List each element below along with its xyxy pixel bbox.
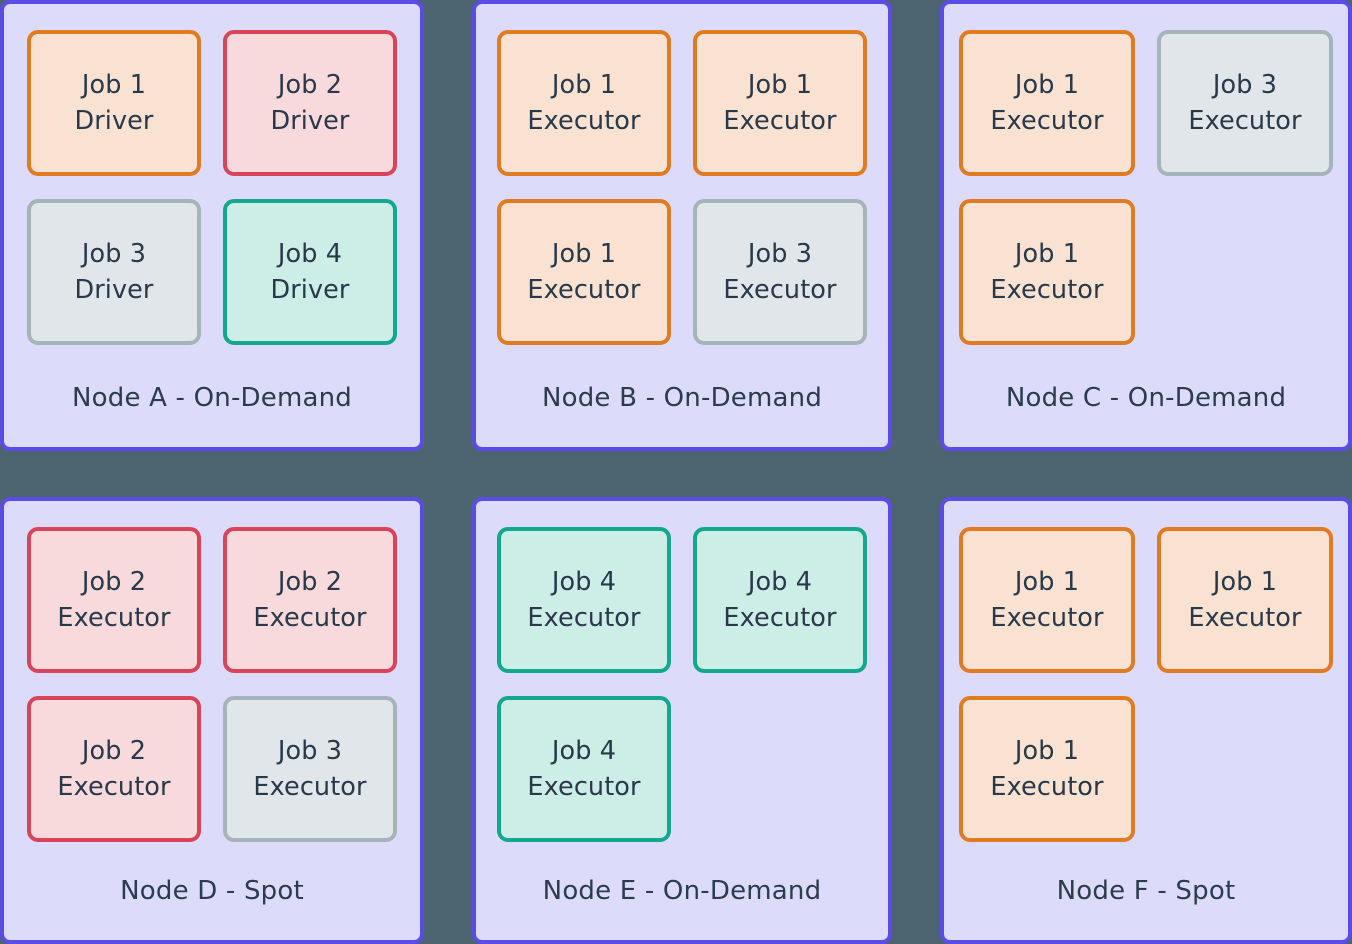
slot-grid-b: Job 1 Executor Job 1 Executor Job 1 Exec… bbox=[497, 30, 867, 345]
job-name: Job 4 bbox=[277, 238, 343, 269]
job-name: Job 2 bbox=[81, 566, 147, 597]
job-box[interactable]: Job 4 Executor bbox=[497, 527, 671, 673]
node-label-e: Node E - On-Demand bbox=[542, 876, 822, 906]
job-name: Job 1 bbox=[1014, 566, 1080, 597]
job-role: Driver bbox=[270, 106, 350, 136]
job-role: Driver bbox=[74, 275, 154, 305]
empty-slot bbox=[1157, 199, 1333, 345]
job-box[interactable]: Job 2 Driver bbox=[223, 30, 397, 176]
job-role: Executor bbox=[723, 603, 837, 633]
job-box[interactable]: Job 4 Executor bbox=[693, 527, 867, 673]
job-name: Job 3 bbox=[1212, 69, 1278, 100]
job-role: Executor bbox=[1188, 106, 1302, 136]
job-name: Job 1 bbox=[747, 69, 813, 100]
job-role: Executor bbox=[723, 106, 837, 136]
job-box[interactable]: Job 1 Executor bbox=[959, 696, 1135, 842]
node-label-f: Node F - Spot bbox=[1056, 876, 1236, 906]
node-card-f[interactable]: Job 1 Executor Job 1 Executor Job 1 Exec… bbox=[940, 497, 1352, 944]
job-role: Executor bbox=[990, 106, 1104, 136]
slot-grid-f: Job 1 Executor Job 1 Executor Job 1 Exec… bbox=[959, 527, 1333, 842]
job-name: Job 1 bbox=[551, 238, 617, 269]
job-box[interactable]: Job 1 Executor bbox=[1157, 527, 1333, 673]
slot-grid-c: Job 1 Executor Job 3 Executor Job 1 Exec… bbox=[959, 30, 1333, 345]
job-box[interactable]: Job 3 Driver bbox=[27, 199, 201, 345]
job-role: Driver bbox=[74, 106, 154, 136]
job-box[interactable]: Job 1 Executor bbox=[959, 199, 1135, 345]
slot-grid-d: Job 2 Executor Job 2 Executor Job 2 Exec… bbox=[27, 527, 397, 842]
job-name: Job 1 bbox=[81, 69, 147, 100]
job-role: Executor bbox=[723, 275, 837, 305]
node-card-d[interactable]: Job 2 Executor Job 2 Executor Job 2 Exec… bbox=[0, 497, 424, 944]
node-label-c: Node C - On-Demand bbox=[1005, 383, 1287, 413]
job-name: Job 4 bbox=[551, 735, 617, 766]
node-card-c[interactable]: Job 1 Executor Job 3 Executor Job 1 Exec… bbox=[940, 0, 1352, 451]
job-box[interactable]: Job 2 Executor bbox=[27, 696, 201, 842]
job-name: Job 1 bbox=[551, 69, 617, 100]
job-box[interactable]: Job 1 Executor bbox=[497, 199, 671, 345]
job-role: Executor bbox=[527, 603, 641, 633]
node-label-b: Node B - On-Demand bbox=[541, 383, 823, 413]
job-name: Job 1 bbox=[1014, 69, 1080, 100]
job-role: Executor bbox=[990, 772, 1104, 802]
job-name: Job 4 bbox=[551, 566, 617, 597]
job-role: Driver bbox=[270, 275, 350, 305]
job-role: Executor bbox=[57, 772, 171, 802]
job-box[interactable]: Job 1 Executor bbox=[959, 30, 1135, 176]
job-name: Job 3 bbox=[81, 238, 147, 269]
job-role: Executor bbox=[527, 106, 641, 136]
job-box[interactable]: Job 4 Driver bbox=[223, 199, 397, 345]
job-role: Executor bbox=[990, 603, 1104, 633]
job-box[interactable]: Job 1 Executor bbox=[959, 527, 1135, 673]
job-box[interactable]: Job 4 Executor bbox=[497, 696, 671, 842]
node-label-d: Node D - Spot bbox=[120, 876, 304, 906]
job-box[interactable]: Job 3 Executor bbox=[223, 696, 397, 842]
job-role: Executor bbox=[253, 603, 367, 633]
node-label-a: Node A - On-Demand bbox=[71, 383, 352, 413]
job-name: Job 3 bbox=[747, 238, 813, 269]
job-name: Job 1 bbox=[1212, 566, 1278, 597]
job-name: Job 1 bbox=[1014, 735, 1080, 766]
empty-slot bbox=[693, 696, 867, 842]
job-name: Job 2 bbox=[81, 735, 147, 766]
slot-grid-e: Job 4 Executor Job 4 Executor Job 4 Exec… bbox=[497, 527, 867, 842]
job-name: Job 1 bbox=[1014, 238, 1080, 269]
job-name: Job 2 bbox=[277, 566, 343, 597]
job-name: Job 3 bbox=[277, 735, 343, 766]
node-card-b[interactable]: Job 1 Executor Job 1 Executor Job 1 Exec… bbox=[472, 0, 892, 451]
empty-slot bbox=[1157, 696, 1333, 842]
slot-grid-a: Job 1 Driver Job 2 Driver Job 3 Driver J… bbox=[27, 30, 397, 345]
node-card-e[interactable]: Job 4 Executor Job 4 Executor Job 4 Exec… bbox=[472, 497, 892, 944]
job-box[interactable]: Job 1 Driver bbox=[27, 30, 201, 176]
job-role: Executor bbox=[57, 603, 171, 633]
job-name: Job 2 bbox=[277, 69, 343, 100]
job-box[interactable]: Job 3 Executor bbox=[1157, 30, 1333, 176]
job-role: Executor bbox=[1188, 603, 1302, 633]
job-box[interactable]: Job 2 Executor bbox=[223, 527, 397, 673]
job-box[interactable]: Job 1 Executor bbox=[497, 30, 671, 176]
job-name: Job 4 bbox=[747, 566, 813, 597]
job-box[interactable]: Job 2 Executor bbox=[27, 527, 201, 673]
job-role: Executor bbox=[527, 275, 641, 305]
job-role: Executor bbox=[527, 772, 641, 802]
job-box[interactable]: Job 1 Executor bbox=[693, 30, 867, 176]
node-card-a[interactable]: Job 1 Driver Job 2 Driver Job 3 Driver J… bbox=[0, 0, 424, 451]
job-role: Executor bbox=[990, 275, 1104, 305]
job-role: Executor bbox=[253, 772, 367, 802]
job-box[interactable]: Job 3 Executor bbox=[693, 199, 867, 345]
